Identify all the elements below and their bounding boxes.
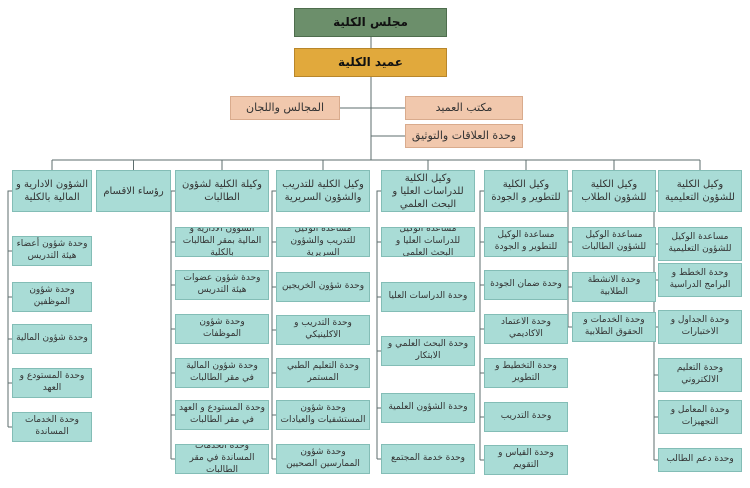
unit-box-7-4[interactable]: وحدة الخدمات المساندة	[12, 412, 92, 442]
unit-box-4-0[interactable]: مساعدة الوكيل للتدريب والشؤون السريرية	[276, 227, 370, 257]
unit-box-0-0[interactable]: مساعدة الوكيل للشؤون التعليمية	[658, 227, 742, 261]
connector-spine-column-1	[567, 190, 572, 327]
councils-committees-box[interactable]: المجالس واللجان	[230, 96, 340, 120]
column-head-7[interactable]: الشؤون الادارية و المالية بالكلية	[12, 170, 92, 212]
connector-spine-column-5	[170, 190, 175, 459]
connector-spine-column-7	[7, 190, 12, 427]
unit-box-3-4[interactable]: وحدة خدمة المجتمع	[381, 444, 475, 474]
unit-box-0-5[interactable]: وحدة دعم الطالب	[658, 448, 742, 472]
connector-spine-column-2	[479, 190, 484, 460]
unit-box-1-1[interactable]: وحدة الانشطة الطلابية	[572, 272, 656, 302]
connector-spine-column-4	[271, 190, 276, 459]
unit-box-5-5[interactable]: وحدة الخدمات المساندة في مقر الطالبات	[175, 444, 269, 474]
unit-box-4-3[interactable]: وحدة التعليم الطبي المستمر	[276, 358, 370, 388]
unit-box-1-2[interactable]: وحدة الخدمات و الحقوق الطلابية	[572, 312, 656, 342]
unit-box-2-3[interactable]: وحدة التخطيط و التطوير	[484, 358, 568, 388]
unit-box-1-0[interactable]: مساعدة الوكيل للشؤون الطالبات	[572, 227, 656, 257]
unit-box-5-0[interactable]: الشؤون الادارية و المالية بمقر الطالبات …	[175, 227, 269, 257]
unit-box-2-1[interactable]: وحدة ضمان الجودة	[484, 270, 568, 300]
unit-box-3-3[interactable]: وحدة الشؤون العلمية	[381, 393, 475, 423]
dean-office-box[interactable]: مكتب العميد	[405, 96, 523, 120]
column-head-6[interactable]: رؤساء الاقسام	[96, 170, 171, 212]
column-head-2[interactable]: وكيل الكلية للتطوير و الجودة	[484, 170, 568, 212]
unit-box-5-2[interactable]: وحدة شؤون الموظفات	[175, 314, 269, 344]
unit-box-3-0[interactable]: مساعدة الوكيل للدراسات العليا و البحث ال…	[381, 227, 475, 257]
unit-box-0-4[interactable]: وحدة المعامل و التجهيزات	[658, 400, 742, 434]
column-head-3[interactable]: وكيل الكلية للدراسات العليا و البحث العل…	[381, 170, 475, 212]
unit-box-2-4[interactable]: وحدة التدريب	[484, 402, 568, 432]
unit-box-2-0[interactable]: مساعدة الوكيل للتطوير و الجودة	[484, 227, 568, 257]
unit-box-4-4[interactable]: وحدة شؤون المستشفيات والعيادات	[276, 400, 370, 430]
unit-box-5-4[interactable]: وحدة المستودع و العهد في مقر الطالبات	[175, 400, 269, 430]
column-head-4[interactable]: وكيل الكلية للتدريب والشؤون السريرية	[276, 170, 370, 212]
unit-box-2-2[interactable]: وحدة الاعتماد الاكاديمي	[484, 314, 568, 344]
column-head-5[interactable]: وكيلة الكلية لشؤون الطالبات	[175, 170, 269, 212]
unit-box-3-2[interactable]: وحدة البحث العلمي و الابتكار	[381, 336, 475, 366]
college-dean-box[interactable]: عميد الكلية	[294, 48, 447, 77]
unit-box-4-5[interactable]: وحدة شؤون الممارسين الصحيين	[276, 444, 370, 474]
unit-box-7-3[interactable]: وحدة المستودع و العهد	[12, 368, 92, 398]
unit-box-2-5[interactable]: وحدة القياس و التقويم	[484, 445, 568, 475]
unit-box-4-2[interactable]: وحدة التدريب و الاكلينيكي	[276, 315, 370, 345]
connector-spine-column-3	[376, 190, 381, 459]
unit-box-7-0[interactable]: وحدة شؤون أعضاء هيئة التدريس	[12, 236, 92, 266]
column-head-1[interactable]: وكيل الكلية للشؤون الطلاب	[572, 170, 656, 212]
relations-documentation-box[interactable]: وحدة العلاقات والتوثيق	[405, 124, 523, 148]
unit-box-5-1[interactable]: وحدة شؤون عضوات هيئة التدريس	[175, 270, 269, 300]
unit-box-7-2[interactable]: وحدة شؤون المالية	[12, 324, 92, 354]
college-council-box[interactable]: مجلس الكلية	[294, 8, 447, 37]
column-head-0[interactable]: وكيل الكلية للشؤون التعليمية	[658, 170, 742, 212]
unit-box-0-1[interactable]: وحدة الخطط و البرامج الدراسية	[658, 263, 742, 297]
unit-box-5-3[interactable]: وحدة شؤون المالية في مقر الطالبات	[175, 358, 269, 388]
unit-box-3-1[interactable]: وحدة الدراسات العليا	[381, 282, 475, 312]
unit-box-4-1[interactable]: وحدة شؤون الخريجين	[276, 272, 370, 302]
unit-box-0-2[interactable]: وحدة الجداول و الاختبارات	[658, 310, 742, 344]
unit-box-7-1[interactable]: وحدة شؤون الموظفين	[12, 282, 92, 312]
unit-box-0-3[interactable]: وحدة التعليم الالكتروني	[658, 358, 742, 392]
